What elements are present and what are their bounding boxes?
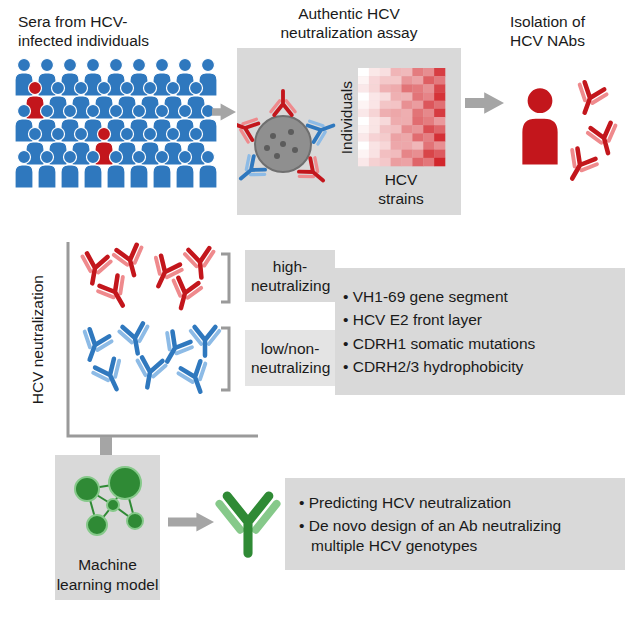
box-text: high-neutralizing <box>251 257 329 296</box>
model-box: Machine learning model <box>55 455 160 600</box>
antibody <box>307 114 338 145</box>
antibody <box>92 357 130 395</box>
hcv-virion <box>237 91 338 190</box>
designed-antibody <box>219 496 276 553</box>
antibody <box>560 147 599 186</box>
antibody <box>191 327 220 356</box>
antibody <box>237 154 267 188</box>
person-icon <box>84 151 102 189</box>
person-icon <box>130 151 148 189</box>
person-icon <box>15 151 33 189</box>
assay-heading: Authentic HCV neutralization assay <box>264 4 434 43</box>
antibody <box>167 277 202 312</box>
flow-arrow <box>168 512 214 531</box>
person-icon <box>176 151 194 189</box>
box-text: • De novo design of an Ab neutralizing m… <box>311 516 611 555</box>
person-icon <box>199 151 217 189</box>
antibody <box>133 357 166 390</box>
flow-arrow <box>465 92 504 114</box>
person-icon <box>153 151 171 189</box>
crowd <box>15 59 217 189</box>
antibody <box>76 328 113 365</box>
antibody <box>119 323 152 356</box>
box-text: • CDRH2/3 hydrophobicity <box>355 357 613 376</box>
antibody <box>297 156 331 190</box>
antibody <box>587 122 622 157</box>
heatmap <box>358 68 445 166</box>
person-icon <box>61 151 79 189</box>
antibody <box>219 496 276 553</box>
person-icon <box>107 151 125 189</box>
box-text: • Predicting HCV neutralization <box>311 493 611 512</box>
section-heading: Sera from HCV-infected individuals <box>18 12 168 51</box>
box-text: low/non-neutralizing <box>251 339 329 378</box>
antibody <box>96 274 135 313</box>
axis-label: HCV strains <box>371 170 431 209</box>
model-label: Machine learning model <box>55 555 160 594</box>
antibody <box>237 112 259 143</box>
axis-label: Individuals <box>337 68 356 168</box>
network-icon <box>75 467 143 535</box>
antibody <box>271 91 295 115</box>
box-text: • HCV E2 front layer <box>355 310 613 329</box>
category-box: low/non-neutralizing <box>245 330 335 386</box>
antibody <box>177 360 214 397</box>
box-text: • CDRH1 somatic mutations <box>355 334 613 353</box>
assay-box: Authentic HCV neutralization assayIndivi… <box>237 48 461 215</box>
person-icon <box>38 151 56 189</box>
section-heading: Isolation of HCV NAbs <box>510 12 620 51</box>
flow-arrow <box>212 104 236 121</box>
feature-box: • VH1-69 gene segment • HCV E2 front laye… <box>335 268 625 395</box>
isolated-individual <box>521 81 622 186</box>
chart <box>68 242 258 457</box>
person-icon <box>521 87 559 166</box>
outcome-box: • Predicting HCV neutralization • De novo… <box>285 478 625 570</box>
category-box: high-neutralizing <box>245 250 335 302</box>
box-text: • VH1-69 gene segment <box>355 287 613 306</box>
antibody <box>571 81 608 118</box>
antibody <box>185 248 216 279</box>
antibody <box>78 253 111 286</box>
axis-label: HCV neutralization <box>28 240 47 440</box>
